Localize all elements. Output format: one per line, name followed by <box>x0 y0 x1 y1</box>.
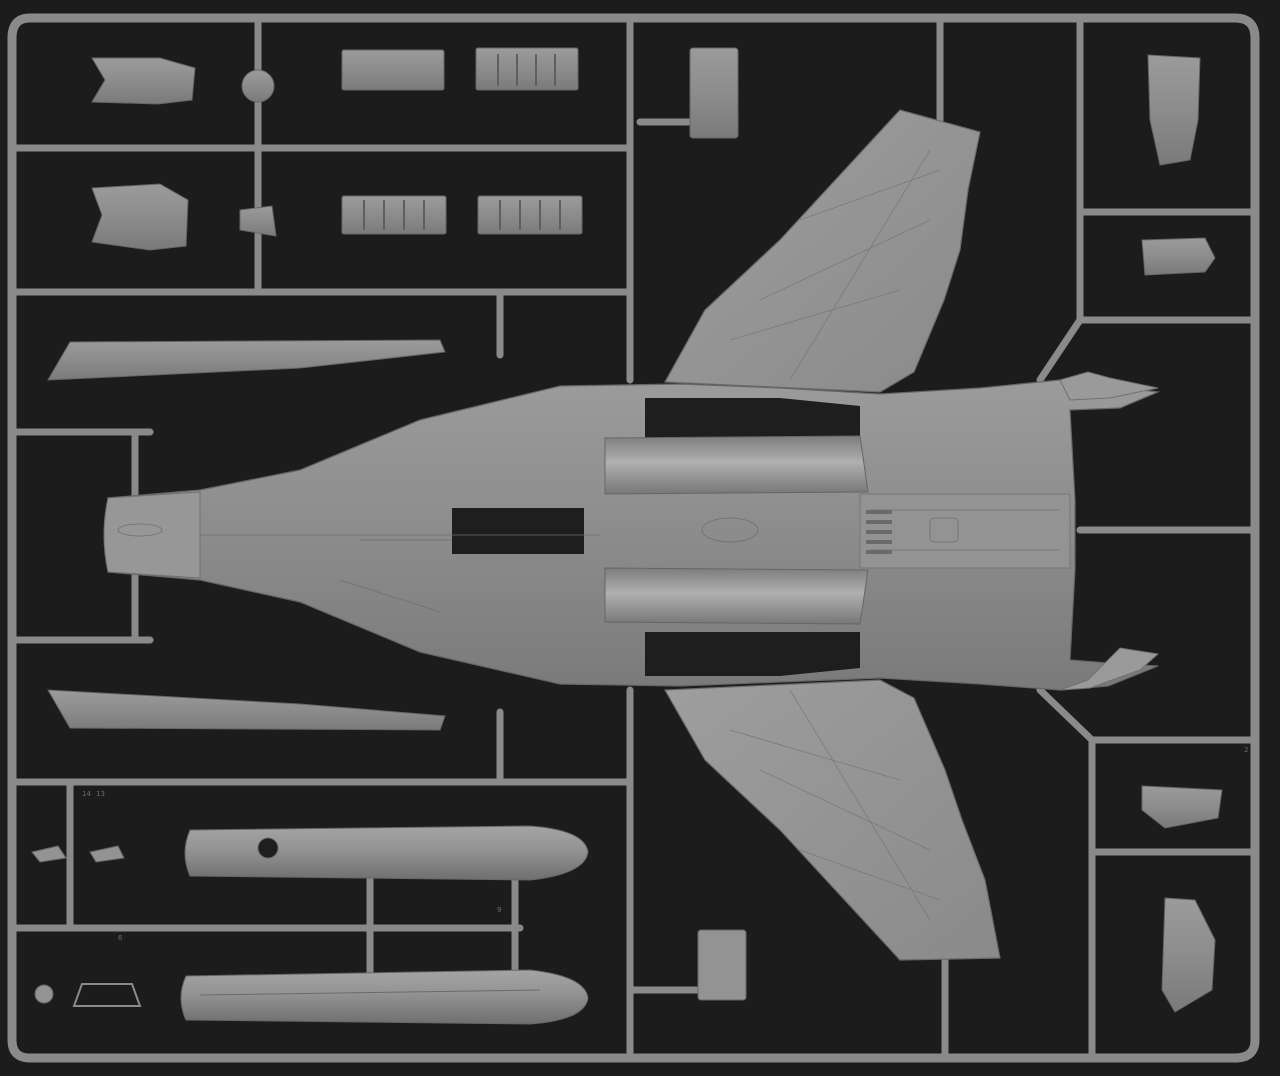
engine-nacelle-lower <box>604 567 869 625</box>
part-panel-1 <box>341 49 445 91</box>
part-fairing-1 <box>1147 54 1201 166</box>
part-panel-2 <box>475 47 579 91</box>
airbrake-grill <box>866 510 892 554</box>
drop-tank-upper <box>184 825 589 881</box>
tag-9: 9 <box>497 906 501 914</box>
tag-13: 13 <box>96 790 105 798</box>
part-box-tall <box>689 47 739 139</box>
lower-wing <box>663 679 1001 961</box>
fuselage-body <box>107 379 1161 691</box>
part-wedge <box>239 205 277 237</box>
tag-14: 14 <box>82 790 91 798</box>
tiny-round-part <box>34 984 54 1004</box>
part-fairing-2 <box>1141 237 1216 276</box>
wheel-well-lower <box>645 632 860 676</box>
fuselage <box>103 371 1161 691</box>
part-bracket-1 <box>91 57 196 105</box>
tag-6: 6 <box>118 934 123 942</box>
center-cutout <box>452 508 584 554</box>
tiny-landing-gear <box>72 983 142 1007</box>
engine-nacelle-upper <box>604 435 869 495</box>
part-panel-4 <box>477 195 583 235</box>
small-box-bottom <box>697 929 747 1001</box>
panel-grills <box>363 54 561 230</box>
sprue-runners <box>8 14 1259 1062</box>
tag-2: 2 <box>1244 746 1248 754</box>
sprue-frame <box>7 13 1260 1063</box>
part-fairing-3 <box>1141 785 1223 829</box>
strake-upper <box>1059 371 1159 401</box>
tiny-parts <box>31 845 747 1007</box>
part-number-tags: 14 13 9 6 2 <box>82 746 1248 942</box>
tiny-bracket-2 <box>89 845 125 863</box>
strip-upper <box>47 339 446 381</box>
strip-lower <box>47 689 446 731</box>
small-parts-top <box>91 47 739 251</box>
lower-wing-panel-lines <box>729 689 941 921</box>
fuselage-panel-lines <box>117 509 1060 613</box>
small-parts-right <box>1141 54 1223 1013</box>
strake-lower <box>1059 647 1160 691</box>
tiny-bracket-1 <box>31 845 67 863</box>
part-panel-3 <box>341 195 447 235</box>
upper-wing-panel-lines <box>729 149 941 381</box>
part-fairing-4 <box>1161 897 1216 1013</box>
drop-tank-lower <box>180 969 589 1025</box>
upper-wing <box>664 109 981 393</box>
part-knob <box>241 69 275 103</box>
tank-filler-hole <box>257 837 279 859</box>
wheel-well-upper <box>645 398 860 440</box>
part-bracket-2 <box>91 183 189 251</box>
rear-fuselage-panel <box>859 493 1071 569</box>
